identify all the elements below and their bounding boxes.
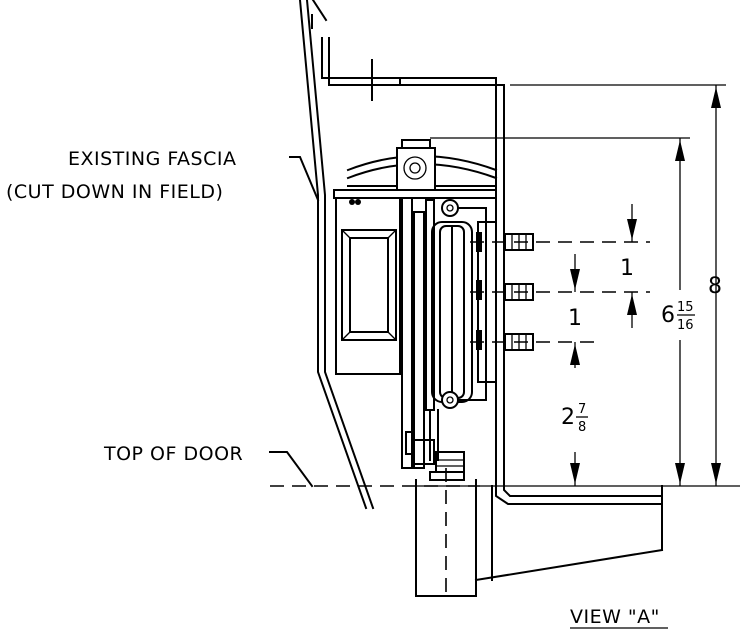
overall-height-dimension: 8 bbox=[708, 274, 722, 299]
guide-roller bbox=[431, 199, 487, 409]
extension-lines bbox=[430, 84, 740, 487]
motor-housing bbox=[335, 197, 401, 375]
cut-down-in-field-label: (CUT DOWN IN FIELD) bbox=[6, 181, 223, 203]
dimension-overall bbox=[711, 85, 721, 486]
header-bracket bbox=[321, 37, 663, 505]
bolt-spacing-dimension-2: 1 bbox=[568, 306, 582, 331]
pulley-assembly bbox=[333, 139, 498, 205]
dimension-bolt-spacing bbox=[570, 204, 637, 328]
door-clamp bbox=[405, 431, 465, 481]
bottom-dimension-frac-num: 7 bbox=[578, 402, 586, 417]
hanger-plates bbox=[401, 197, 439, 469]
bottom-dimension-whole: 2 bbox=[561, 405, 575, 430]
bolt-spacing-dimension-1: 1 bbox=[620, 256, 634, 281]
height-dimension-frac-den: 16 bbox=[677, 318, 694, 333]
existing-fascia-label: EXISTING FASCIA bbox=[68, 148, 236, 170]
height-dimension-frac-num: 15 bbox=[677, 300, 694, 315]
existing-fascia bbox=[298, 0, 375, 510]
dimension-height bbox=[675, 138, 685, 486]
top-of-door-line bbox=[269, 451, 480, 488]
door-panel bbox=[415, 468, 664, 597]
fascia-leader bbox=[289, 156, 320, 202]
height-dimension-whole: 6 bbox=[661, 303, 675, 328]
dimension-bottom bbox=[570, 342, 580, 486]
top-of-door-label: TOP OF DOOR bbox=[103, 443, 243, 465]
view-title: VIEW "A" bbox=[570, 606, 660, 628]
bolt-centerlines bbox=[470, 241, 650, 343]
bottom-dimension-frac-den: 8 bbox=[578, 420, 586, 435]
